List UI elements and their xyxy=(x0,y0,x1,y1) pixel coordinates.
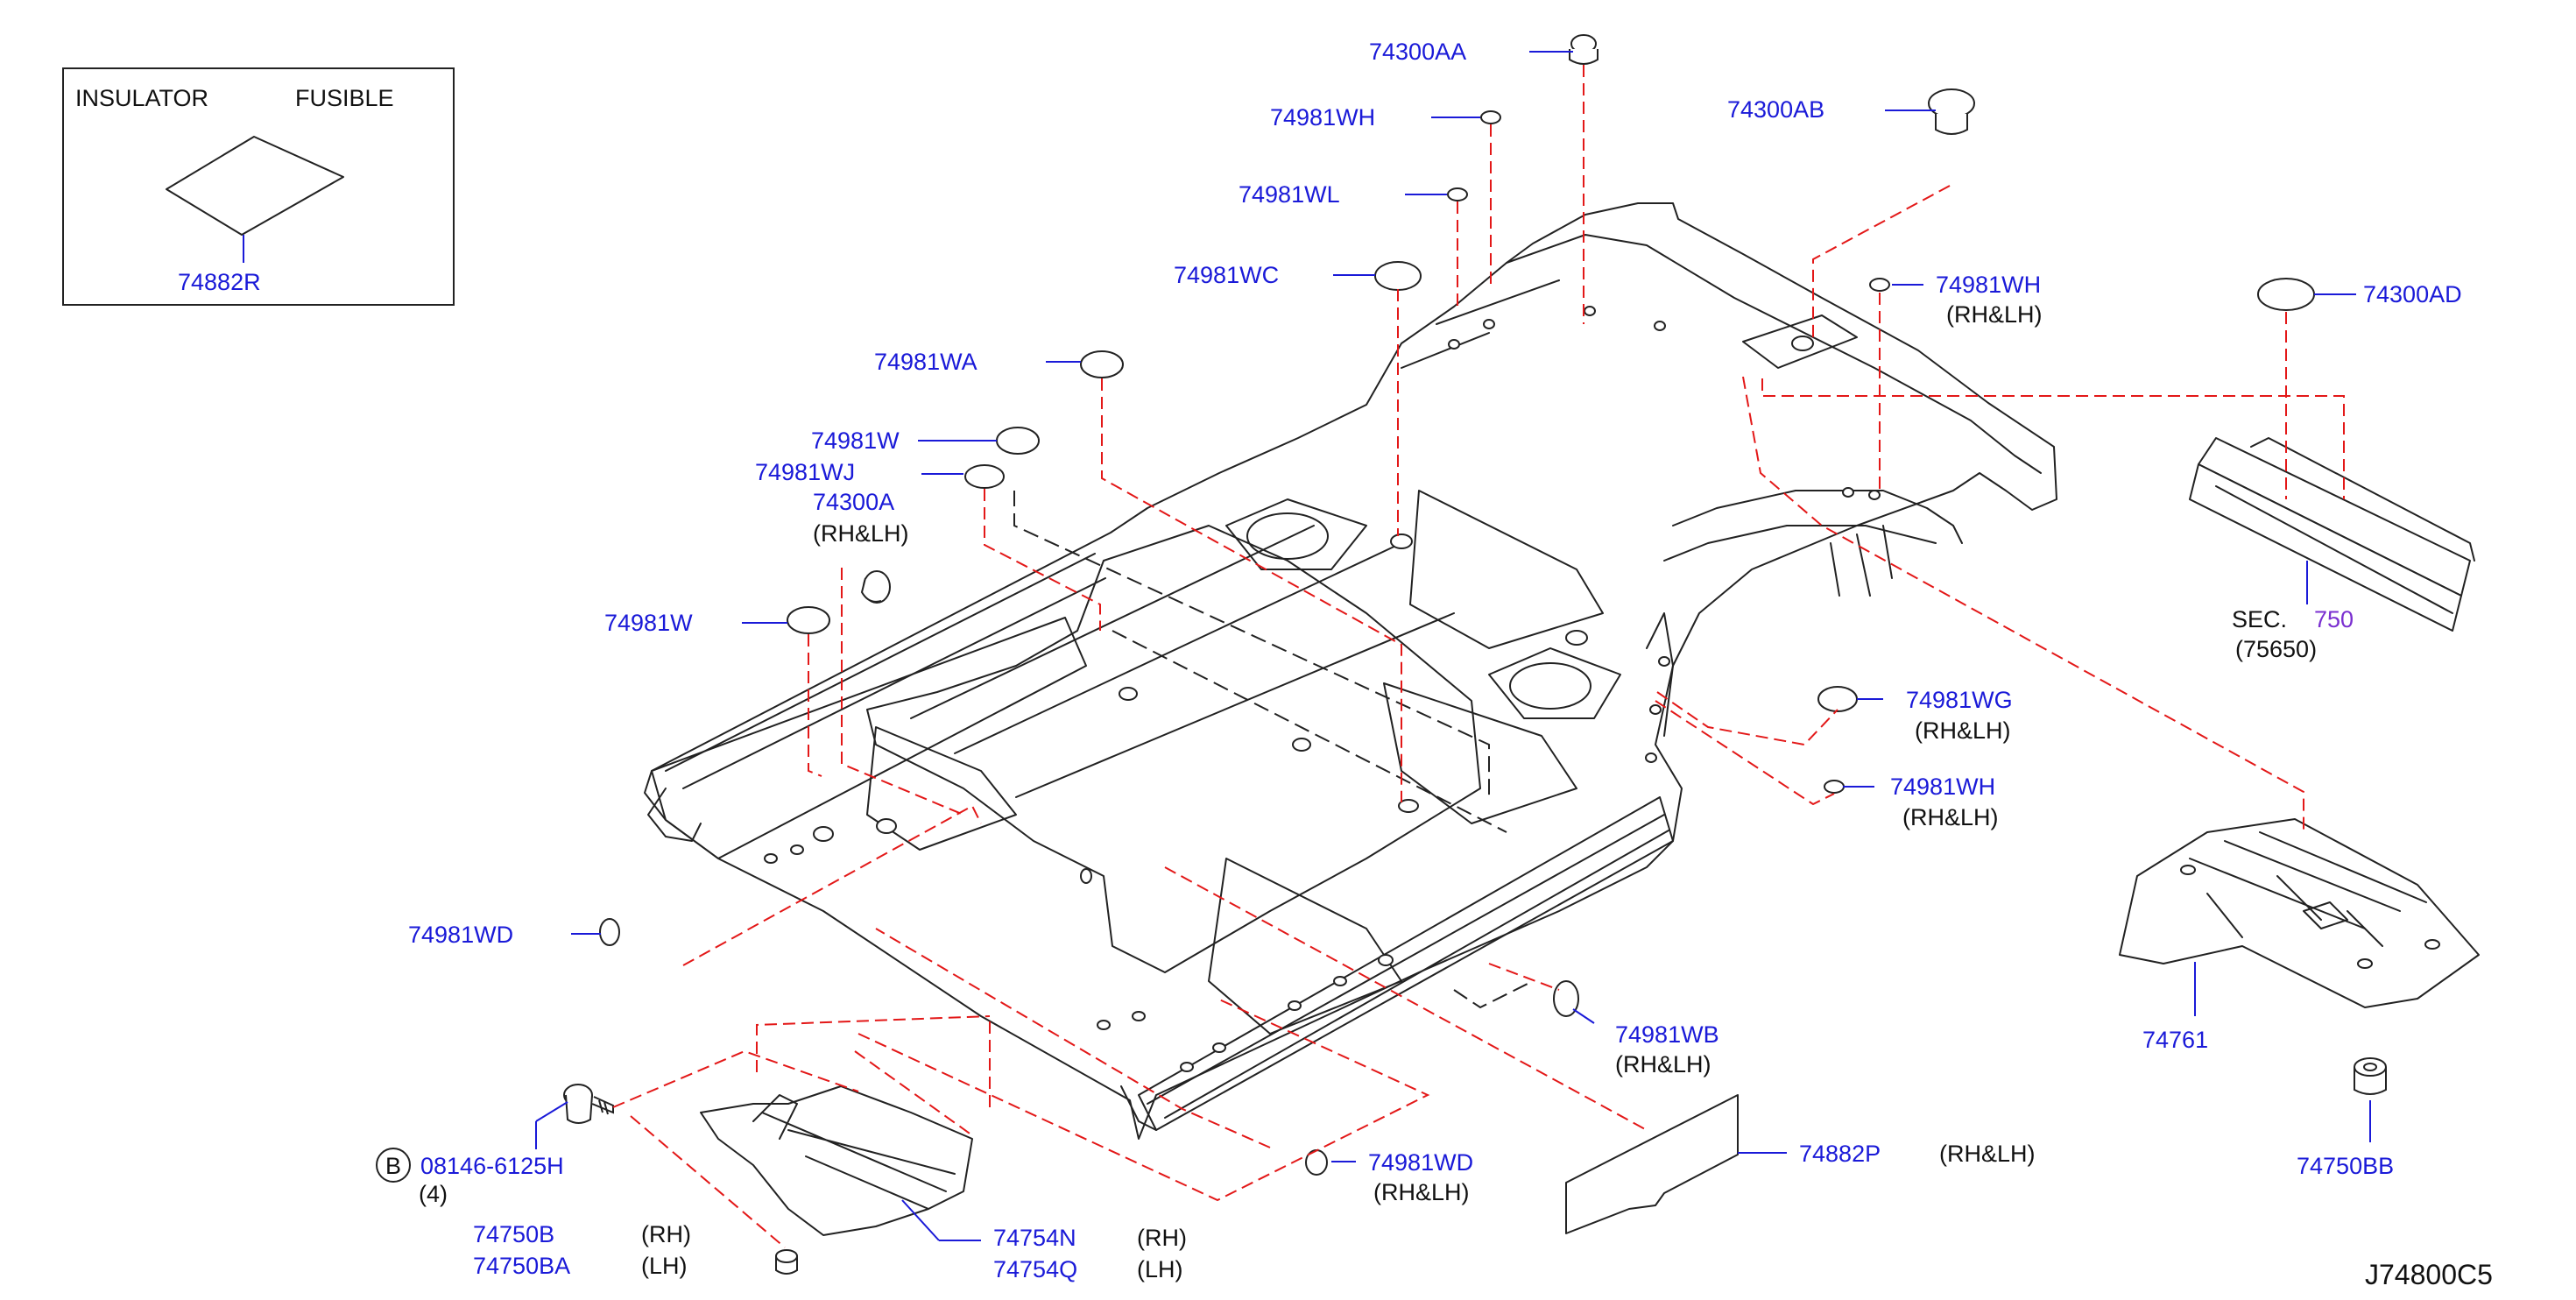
label-74981WH-low[interactable]: 74981WH xyxy=(1890,774,1995,800)
label-74981WL[interactable]: 74981WL xyxy=(1239,181,1340,208)
label-74882P[interactable]: 74882P xyxy=(1799,1141,1881,1167)
label-74981WH-top[interactable]: 74981WH xyxy=(1270,104,1375,131)
label-74300AD[interactable]: 74300AD xyxy=(2363,281,2462,307)
label-74750BA[interactable]: 74750BA xyxy=(473,1253,570,1279)
sec-number[interactable]: 750 xyxy=(2314,606,2354,632)
bolt-circle-icon xyxy=(376,1148,411,1183)
label-74981WA[interactable]: 74981WA xyxy=(874,349,977,375)
note-74981WH-right: (RH&LH) xyxy=(1946,301,2043,328)
callout-leaders xyxy=(535,51,2371,1241)
label-74981WC[interactable]: 74981WC xyxy=(1174,262,1279,288)
plugs xyxy=(563,34,2387,1275)
note-74754N: (RH) xyxy=(1137,1225,1187,1251)
label-74300AB[interactable]: 74300AB xyxy=(1727,96,1824,123)
insulator-sheet-icon xyxy=(166,136,344,236)
note-74750BA: (LH) xyxy=(641,1253,688,1279)
sec-sub: (75650) xyxy=(2235,636,2317,662)
floor-panel xyxy=(644,202,2057,1140)
label-74750B[interactable]: 74750B xyxy=(473,1221,554,1247)
label-74981WD-left[interactable]: 74981WD xyxy=(408,922,513,948)
bolt-circle-letter: B xyxy=(385,1153,401,1179)
label-74761[interactable]: 74761 xyxy=(2142,1027,2208,1053)
note-74300A: (RH&LH) xyxy=(813,520,909,547)
labels: 74300AA 74981WH 74300AB 74981WL 74981WC … xyxy=(376,39,2493,1290)
diagram-code: J74800C5 xyxy=(2365,1259,2493,1290)
label-74981WG[interactable]: 74981WG xyxy=(1906,687,2013,713)
inset-fusible-label: FUSIBLE xyxy=(295,85,394,111)
insulator-sheet-74882P xyxy=(1565,1094,1739,1234)
sec-label: SEC. xyxy=(2232,606,2287,632)
note-74981WD-bottom: (RH&LH) xyxy=(1373,1179,1470,1205)
label-74981WD-bottom[interactable]: 74981WD xyxy=(1368,1149,1473,1176)
note-74754Q: (LH) xyxy=(1137,1256,1183,1282)
inset-insulator-label: INSULATOR xyxy=(75,85,208,111)
label-08146-6125H[interactable]: 08146-6125H xyxy=(420,1153,564,1179)
label-74750BB[interactable]: 74750BB xyxy=(2297,1153,2394,1179)
note-74981WH-low: (RH&LH) xyxy=(1902,804,1999,830)
label-74981WJ[interactable]: 74981WJ xyxy=(755,459,855,485)
rear-side-member xyxy=(2189,437,2475,632)
note-74981WG: (RH&LH) xyxy=(1915,717,2011,744)
inset-box: INSULATOR FUSIBLE 74882R xyxy=(62,67,455,306)
label-74300A[interactable]: 74300A xyxy=(813,489,894,515)
label-74981WB[interactable]: 74981WB xyxy=(1615,1021,1719,1048)
inset-part-number[interactable]: 74882R xyxy=(178,269,261,295)
label-74754N[interactable]: 74754N xyxy=(993,1225,1076,1251)
label-74754Q[interactable]: 74754Q xyxy=(993,1256,1077,1282)
note-74981WB: (RH&LH) xyxy=(1615,1051,1711,1077)
label-74300AA[interactable]: 74300AA xyxy=(1369,39,1466,65)
front-heat-shield xyxy=(700,1085,973,1236)
note-74750B: (RH) xyxy=(641,1221,691,1247)
label-74981W-a[interactable]: 74981W xyxy=(811,427,900,454)
label-74981W-b[interactable]: 74981W xyxy=(604,610,693,636)
red-leader-lines xyxy=(612,65,2345,1248)
note-bolt-qty: (4) xyxy=(419,1181,448,1207)
note-74882P: (RH&LH) xyxy=(1939,1141,2036,1167)
rear-heat-shield xyxy=(2119,818,2480,1008)
label-74981WH-right[interactable]: 74981WH xyxy=(1936,272,2041,298)
